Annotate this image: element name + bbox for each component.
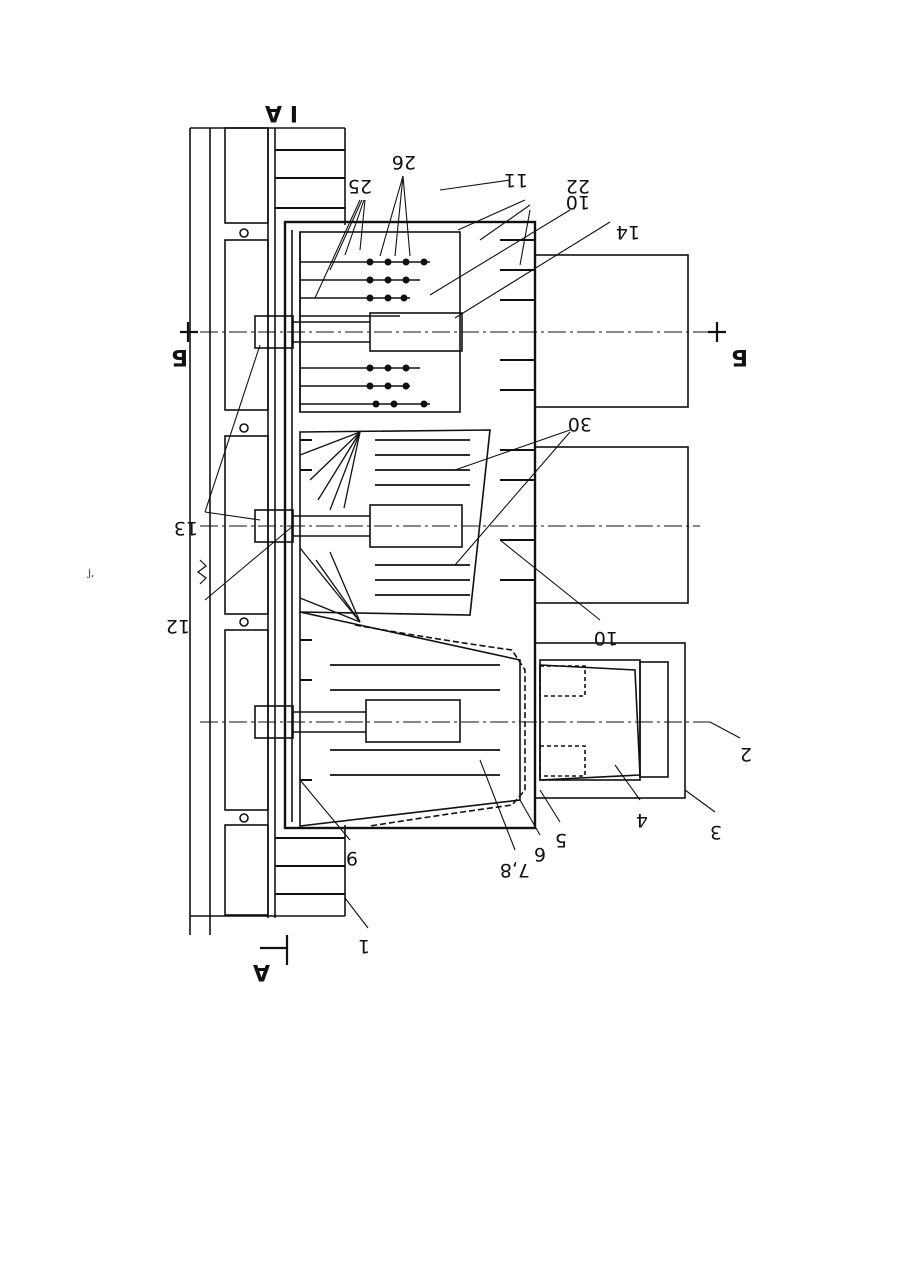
hopper-section: [255, 612, 525, 826]
label-5: 5: [555, 829, 567, 851]
label-26: 26: [392, 151, 416, 173]
label-30: 30: [568, 413, 592, 435]
label-22: 22: [566, 175, 590, 197]
break-line: [198, 560, 206, 584]
section-a-top-num: I: [290, 100, 298, 125]
label-7-8: 7,8: [500, 859, 530, 881]
label-2: 2: [740, 743, 752, 765]
label-25: 25: [348, 175, 372, 197]
section-a-bottom: A: [253, 959, 270, 984]
label-12: 12: [166, 615, 190, 637]
label-3: 3: [710, 821, 722, 843]
section-b-left: Б: [171, 344, 188, 369]
section-a-top: A: [265, 100, 282, 125]
label-9: 9: [346, 847, 358, 869]
label-10-lower: 10: [594, 627, 618, 649]
label-4: 4: [636, 809, 648, 831]
label-6: 6: [534, 843, 546, 865]
label-11: 11: [504, 169, 528, 191]
label-13: 13: [174, 517, 198, 539]
label-1: 1: [358, 935, 370, 957]
side-boxes: [225, 128, 268, 915]
section-b-right: Б: [731, 344, 748, 369]
label-14: 14: [616, 221, 640, 243]
